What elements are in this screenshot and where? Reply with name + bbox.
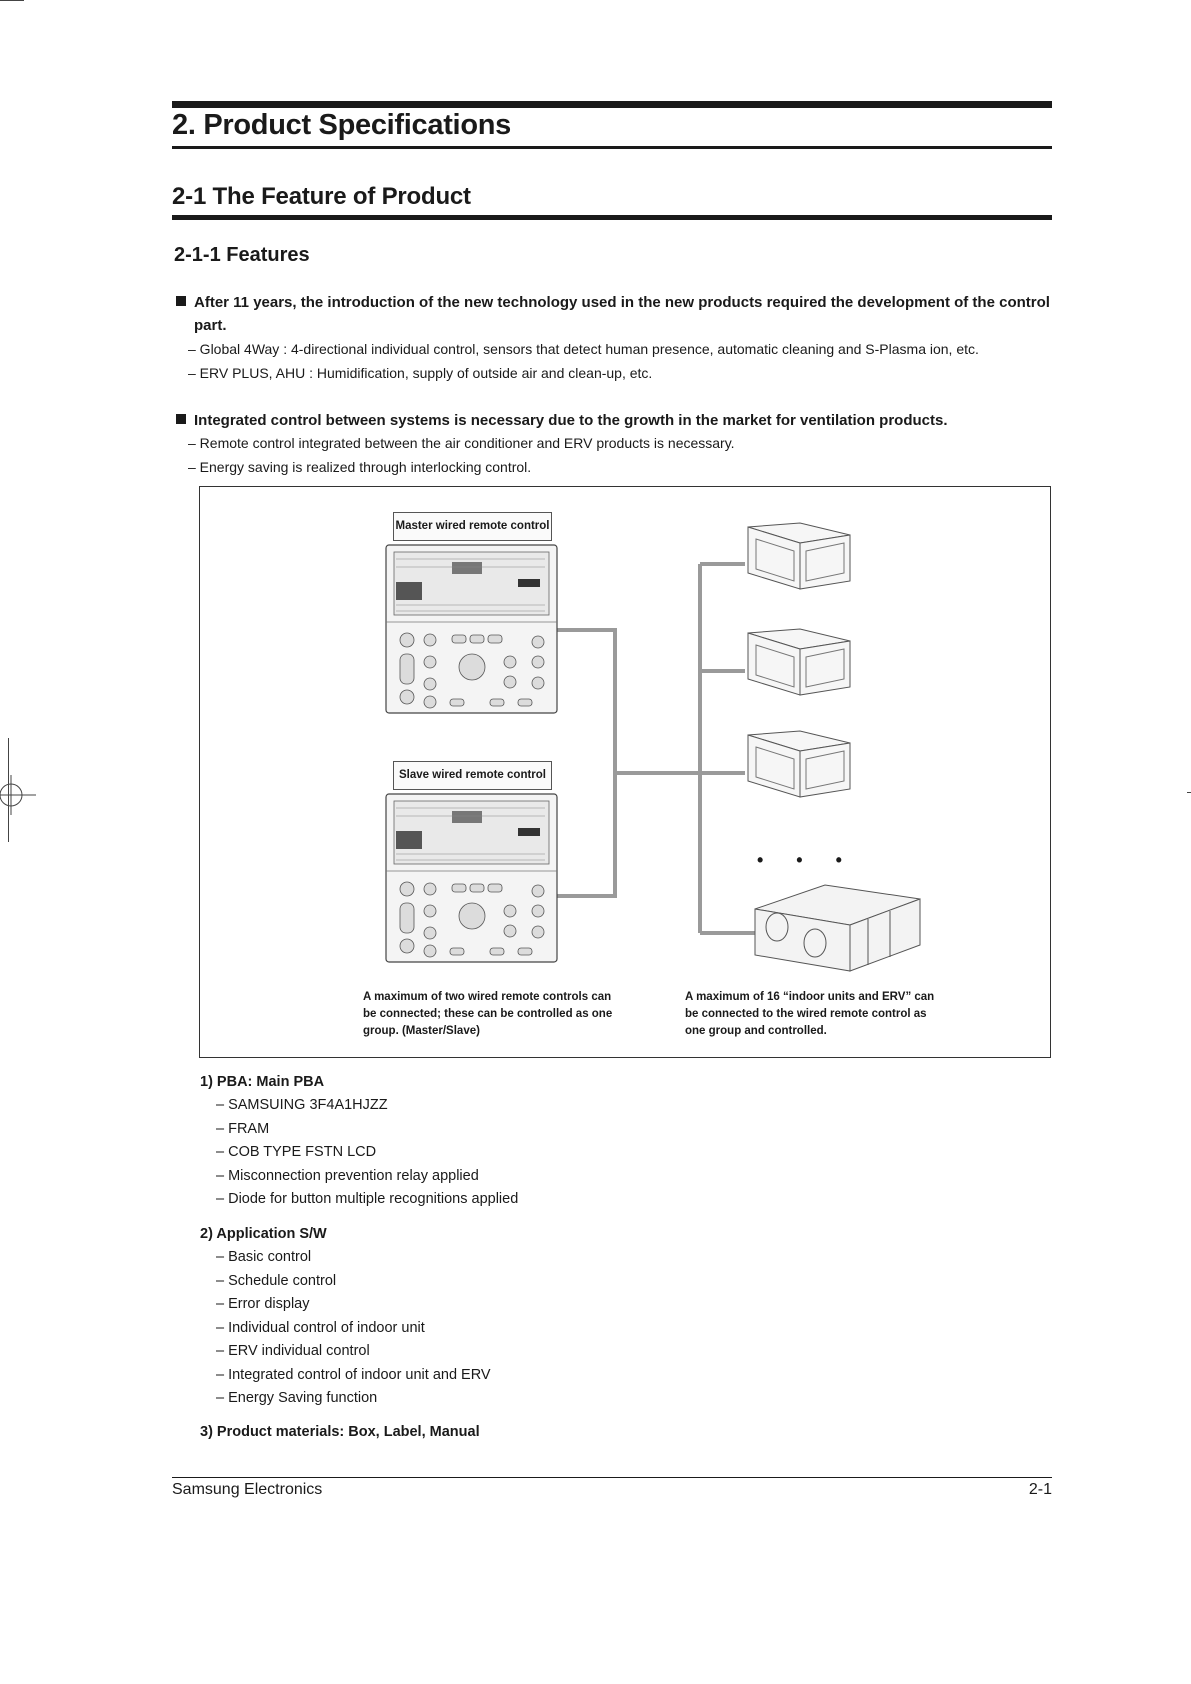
subsubsection-title: 2-1-1 Features	[174, 244, 310, 266]
bullet-heading-text: After 11 years, the introduction of the …	[194, 294, 1050, 334]
spec-section-heading: 3) Product materials: Box, Label, Manual	[200, 1424, 480, 1440]
feature-bullet: After 11 years, the introduction of the …	[176, 291, 1056, 385]
list-item: – SAMSUING 3F4A1HJZZ	[216, 1097, 388, 1113]
square-bullet-icon	[176, 296, 186, 306]
square-bullet-icon	[176, 414, 186, 424]
bullet-heading-text: Integrated control between systems is ne…	[194, 412, 948, 429]
more-units-ellipsis: • • •	[757, 850, 856, 870]
list-item: – Error display	[216, 1296, 310, 1312]
list-item: – Individual control of indoor unit	[216, 1319, 425, 1336]
caption-right: A maximum of 16 “indoor units and ERV” c…	[685, 991, 935, 1037]
slave-remote-control-icon	[385, 793, 558, 963]
list-item: – Misconnection prevention relay applied	[216, 1167, 479, 1184]
spec-section-materials: 3) Product materials: Box, Label, Manual	[200, 1420, 900, 1444]
list-item: – Diode for button multiple recognitions…	[216, 1191, 519, 1207]
subsection-title: 2-1 The Feature of Product	[172, 183, 471, 210]
list-item: – Schedule control	[216, 1272, 337, 1289]
crop-mark	[8, 738, 9, 842]
diagram-drawing	[385, 522, 921, 972]
cassette-indoor-unit-icon	[747, 522, 851, 590]
list-item: – COB TYPE FSTN LCD	[216, 1144, 377, 1160]
spec-section-heading: 2) Application S/W	[200, 1226, 327, 1242]
footer-company: Samsung Electronics	[172, 1481, 323, 1498]
cassette-indoor-unit-icon	[747, 730, 851, 798]
bullet-item: – Energy saving is realized through inte…	[188, 458, 532, 475]
section-bottom-rule	[172, 146, 1052, 149]
section-title: 2. Product Specifications	[172, 109, 511, 141]
registration-mark-icon	[0, 775, 36, 815]
footer-page-number: 2-1	[1028, 1481, 1052, 1498]
master-remote-control-icon	[385, 544, 558, 714]
bullet-heading: After 11 years, the introduction of the …	[176, 291, 1056, 337]
footer-rule	[172, 1477, 1052, 1478]
spec-section-pba: 1) PBA: Main PBA – SAMSUING 3F4A1HJZZ – …	[200, 1070, 900, 1212]
bullet-item: – Remote control integrated between the …	[188, 435, 735, 451]
crop-mark	[0, 0, 24, 1]
list-item: – ERV individual control	[216, 1343, 370, 1359]
list-item: – Integrated control of indoor unit and …	[216, 1366, 491, 1383]
master-remote-label: Master wired remote control	[393, 512, 552, 541]
list-item: – FRAM	[216, 1120, 270, 1137]
list-item: – Energy Saving function	[216, 1390, 378, 1406]
feature-bullet: Integrated control between systems is ne…	[176, 409, 1056, 479]
bullet-item: – ERV PLUS, AHU : Humidification, supply…	[188, 364, 653, 381]
crop-mark	[1187, 792, 1191, 793]
erv-unit-icon	[754, 884, 921, 972]
list-item: – Basic control	[216, 1249, 312, 1265]
cassette-indoor-unit-icon	[747, 628, 851, 696]
slave-remote-label: Slave wired remote control	[393, 761, 552, 790]
system-diagram: Master wired remote control Slave wired …	[199, 486, 1051, 1058]
bullet-heading: Integrated control between systems is ne…	[176, 409, 1056, 432]
bullet-item: – Global 4Way : 4-directional individual…	[188, 341, 979, 357]
spec-section-software: 2) Application S/W – Basic control – Sch…	[200, 1222, 900, 1411]
caption-left: A maximum of two wired remote controls c…	[363, 991, 613, 1037]
spec-section-heading: 1) PBA: Main PBA	[200, 1074, 325, 1090]
section-top-rule	[172, 101, 1052, 108]
subsection-rule	[172, 215, 1052, 220]
